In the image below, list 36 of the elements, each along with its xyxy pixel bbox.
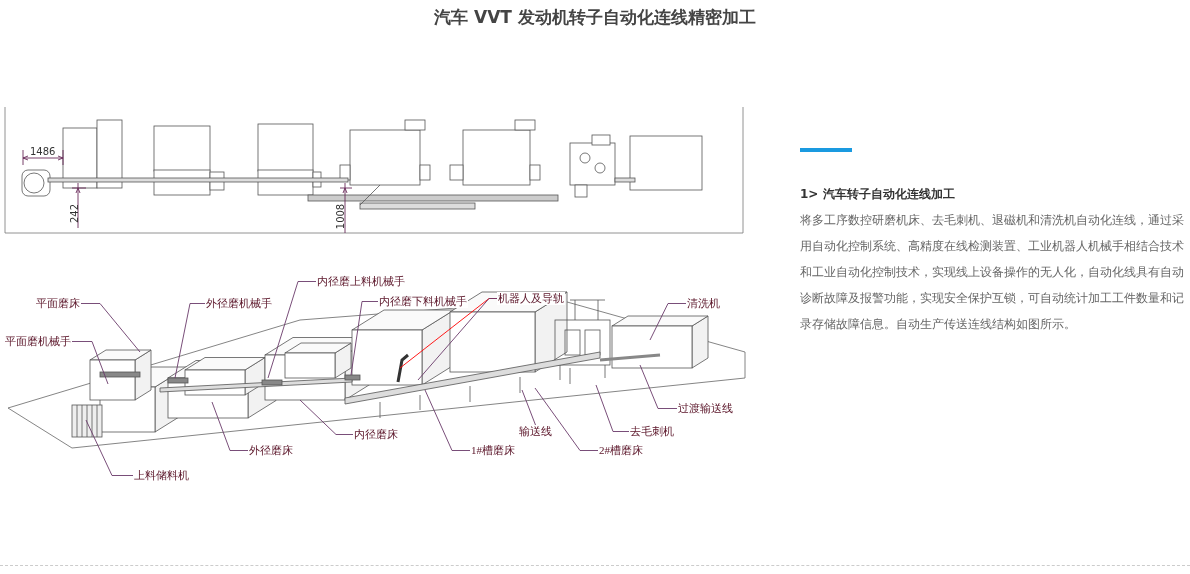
leader-line — [424, 389, 471, 451]
leader-line — [85, 419, 134, 476]
callout-label: 去毛刺机 — [629, 425, 675, 438]
leader-line — [639, 364, 678, 409]
leader-line — [267, 281, 317, 379]
dimension-text: 242 — [68, 202, 80, 226]
leader-line — [80, 303, 141, 353]
description-paragraph: 将多工序数控研磨机床、去毛刺机、退磁机和清洗机自动化连线，通过采用自动化控制系统、高精度在线检测装置、工业机器人机械手相结合技术和工业自动化控制技术，实现线上设备操作的无人化，自动化线具有自动诊断故障及报警功能，实现安全保护互锁，可自动统计加工工件数量和记录存储故障信息。自动生产传送连线结构如图所示。 — [800, 212, 1185, 333]
callout-label: 1#槽磨床 — [470, 444, 516, 457]
callout-label: 平面磨床 — [35, 297, 81, 310]
section-heading: 1> 汽车转子自动化连线加工 — [800, 186, 955, 203]
leader-line — [350, 301, 379, 376]
leader-line — [649, 303, 687, 341]
leader-line — [595, 384, 630, 432]
leader-line — [71, 341, 109, 385]
dimension-text: 1008 — [334, 202, 346, 232]
callout-label: 内径磨下料机械手 — [378, 295, 468, 308]
title: 汽车 VVT 发动机转子自动化连线精密加工 — [433, 6, 757, 29]
leader-line — [174, 303, 206, 379]
callout-label: 上料储料机 — [133, 469, 190, 482]
leader-line — [534, 387, 599, 451]
callout-label: 2#槽磨床 — [598, 444, 644, 457]
leader-line — [299, 399, 354, 435]
dimension-text: 1486 — [30, 146, 56, 157]
leader-line — [211, 401, 249, 451]
callout-label: 内径磨床 — [353, 428, 399, 441]
callout-label: 平面磨机械手 — [4, 335, 72, 348]
callout-label: 内径磨上料机械手 — [316, 275, 406, 288]
callout-label: 机器人及导轨 — [497, 292, 565, 305]
callout-label: 输送线 — [518, 425, 553, 438]
callout-label: 清洗机 — [686, 297, 721, 310]
leader-line — [417, 298, 498, 381]
callout-label: 外径磨床 — [248, 444, 294, 457]
callout-label: 外径磨机械手 — [205, 297, 273, 310]
leader-line — [521, 389, 536, 426]
callout-label: 过渡输送线 — [677, 402, 734, 415]
